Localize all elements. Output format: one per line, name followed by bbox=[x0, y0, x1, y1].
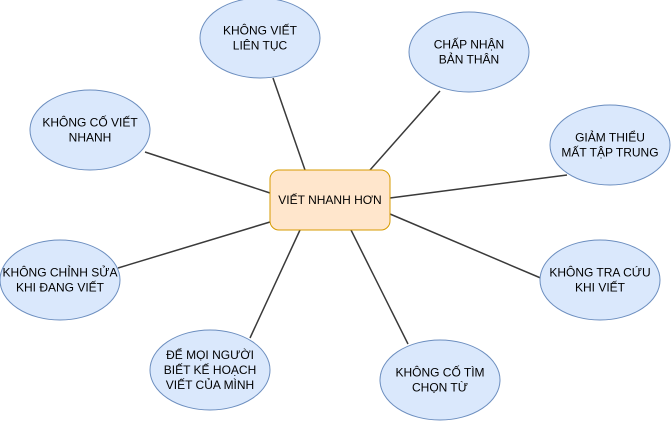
center-node[interactable]: VIẾT NHANH HƠN bbox=[269, 169, 391, 231]
connector-khong-viet-lien-tuc bbox=[272, 77, 306, 171]
node-khong-co-tim-chon-tu-label-line-2: CHỌN TỪ bbox=[412, 380, 468, 395]
node-shape-khong-chinh-sua-khi-dang-viet bbox=[0, 239, 121, 321]
node-khong-tra-cuu-khi-viet-label-line-1: KHÔNG TRA CỨU bbox=[549, 265, 650, 280]
node-de-moi-nguoi-biet-ke-hoach-label-line-2: BIẾT KẾ HOẠCH bbox=[164, 362, 256, 377]
node-khong-tra-cuu-khi-viet-label-line-2: KHI VIẾT bbox=[575, 280, 626, 295]
connector-chap-nhan-ban-than bbox=[369, 90, 441, 171]
node-khong-viet-lien-tuc-label-line-1: KHÔNG VIẾT bbox=[223, 23, 298, 38]
node-khong-co-tim-chon-tu-label-line-1: KHÔNG CỐ TÌM bbox=[395, 365, 484, 380]
node-giam-thieu-mat-tap-trung-label-line-2: MẤT TẬP TRUNG bbox=[561, 145, 658, 160]
node-khong-viet-lien-tuc-label-line-2: LIÊN TỤC bbox=[233, 38, 288, 53]
node-de-moi-nguoi-biet-ke-hoach-label-line-1: ĐỂ MỌI NGƯỜI bbox=[166, 347, 254, 362]
connector-khong-tra-cuu-khi-viet bbox=[389, 213, 544, 280]
connector-khong-co-viet-nhanh bbox=[144, 151, 271, 194]
node-shape-khong-co-tim-chon-tu bbox=[379, 339, 501, 421]
node-giam-thieu-mat-tap-trung-label-line-1: GIẢM THIỂU bbox=[575, 130, 645, 145]
node-khong-co-viet-nhanh-label-line-1: KHÔNG CỐ VIẾT bbox=[42, 115, 138, 130]
node-chap-nhan-ban-than-label-line-2: BẢN THÂN bbox=[439, 52, 499, 67]
node-shape-khong-viet-lien-tuc bbox=[199, 0, 321, 79]
node-shape-giam-thieu-mat-tap-trung bbox=[549, 104, 671, 186]
connector-lines bbox=[117, 77, 568, 345]
node-de-moi-nguoi-biet-ke-hoach-label-line-3: VIẾT CỦA MÌNH bbox=[166, 377, 254, 392]
connector-de-moi-nguoi-biet-ke-hoach bbox=[249, 229, 301, 339]
node-chap-nhan-ban-than-label-line-1: CHẤP NHẬN bbox=[434, 37, 504, 52]
node-khong-chinh-sua-khi-dang-viet-label-line-2: KHI ĐANG VIẾT bbox=[16, 280, 105, 295]
center-node-shape bbox=[269, 169, 391, 231]
connector-giam-thieu-mat-tap-trung bbox=[389, 174, 568, 199]
connector-khong-chinh-sua-khi-dang-viet bbox=[117, 221, 271, 269]
node-khong-chinh-sua-khi-dang-viet-label-line-1: KHÔNG CHỈNH SỬA bbox=[3, 265, 118, 280]
node-shape-khong-tra-cuu-khi-viet bbox=[539, 239, 661, 321]
center-node-label-line-1: VIẾT NHANH HƠN bbox=[278, 192, 381, 207]
node-shape-khong-co-viet-nhanh bbox=[29, 89, 151, 171]
connector-khong-co-tim-chon-tu bbox=[350, 229, 409, 345]
node-shape-chap-nhan-ban-than bbox=[408, 11, 530, 93]
node-shape-de-moi-nguoi-biet-ke-hoach bbox=[149, 329, 271, 411]
node-khong-co-viet-nhanh-label-line-2: NHANH bbox=[69, 131, 112, 145]
